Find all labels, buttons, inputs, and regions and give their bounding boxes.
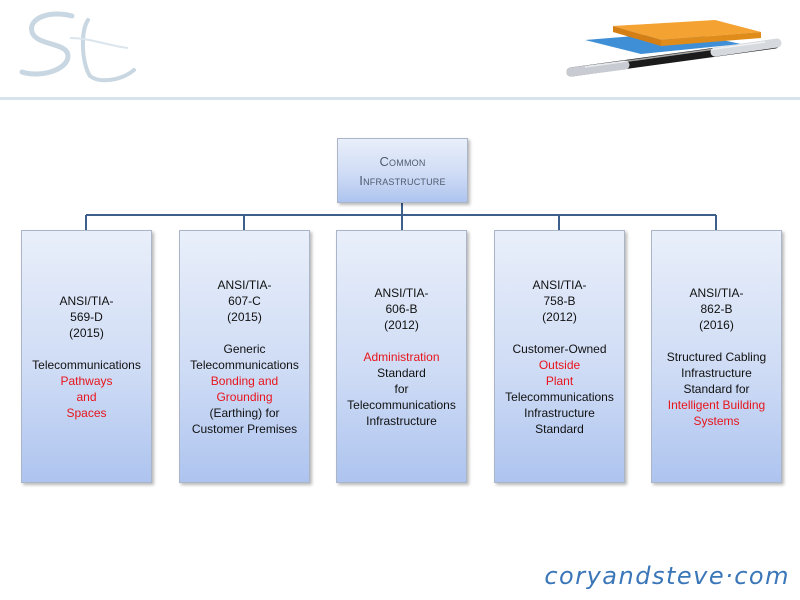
standard-text-line: Intelligent Building <box>667 397 766 412</box>
standard-text-line: (2016) <box>699 317 734 332</box>
root-label-line-2: Infrastructure <box>359 172 446 188</box>
standard-text-line: and <box>76 389 97 404</box>
standard-text-line: Telecommunications <box>190 357 299 372</box>
standard-text-line: Telecommunications <box>347 397 456 412</box>
standard-text-line: Spaces <box>66 405 107 420</box>
standard-text-line: (2012) <box>384 317 419 332</box>
standard-text-line: Generic <box>223 341 266 356</box>
standard-text-line: (2015) <box>227 309 262 324</box>
standard-text-line: Standard <box>535 421 584 436</box>
standard-text-line: Infrastructure <box>524 405 595 420</box>
root-node-common-infrastructure: Common Infrastructure <box>337 138 468 203</box>
standard-text-line: ANSI/TIA- <box>217 277 272 292</box>
standard-text-line: Customer Premises <box>191 421 298 436</box>
standard-text-line: (2015) <box>69 325 104 340</box>
site-url-footer: coryandsteve·com <box>544 562 790 590</box>
pen-and-notepad-icon <box>566 20 782 77</box>
standard-text-line: (2012) <box>542 309 577 324</box>
standard-text-line: 862-B <box>700 301 733 316</box>
standard-text-line: Structured Cabling <box>666 349 767 364</box>
standard-text-line: for <box>394 381 409 396</box>
standard-text-line: ANSI/TIA- <box>59 293 114 308</box>
standard-text-line: Telecommunications <box>505 389 614 404</box>
standard-text-line: Outside <box>538 357 581 372</box>
standard-text-line: ANSI/TIA- <box>532 277 587 292</box>
sc-monogram-logo <box>19 11 136 83</box>
standard-text-line: 606-B <box>385 301 418 316</box>
standard-text-line: Plant <box>545 373 574 388</box>
standard-text-line: ANSI/TIA- <box>374 285 429 300</box>
standard-text-line: Systems <box>693 413 740 428</box>
standard-text-line: 758-B <box>543 293 576 308</box>
root-label-line-1: Common <box>379 153 426 169</box>
standard-text-line: Pathways <box>60 373 113 388</box>
standard-text-line: Standard for <box>683 381 750 396</box>
standard-text-line: ANSI/TIA- <box>689 285 744 300</box>
standard-text-line: Telecommunications <box>32 357 141 372</box>
standard-text-line: Bonding and <box>210 373 279 388</box>
standard-text-line: Customer-Owned <box>512 341 607 356</box>
standard-text-line: Grounding <box>216 389 273 404</box>
standard-text-line: 569-D <box>70 309 103 324</box>
standard-text-line: Infrastructure <box>366 413 437 428</box>
standard-text-line: (Earthing) for <box>209 405 280 420</box>
standard-text-line: 607-C <box>228 293 261 308</box>
standard-text-line: Administration <box>363 349 440 364</box>
header-divider <box>0 97 800 100</box>
standard-text-line: Standard <box>377 365 426 380</box>
standard-text-line: Infrastructure <box>681 365 752 380</box>
